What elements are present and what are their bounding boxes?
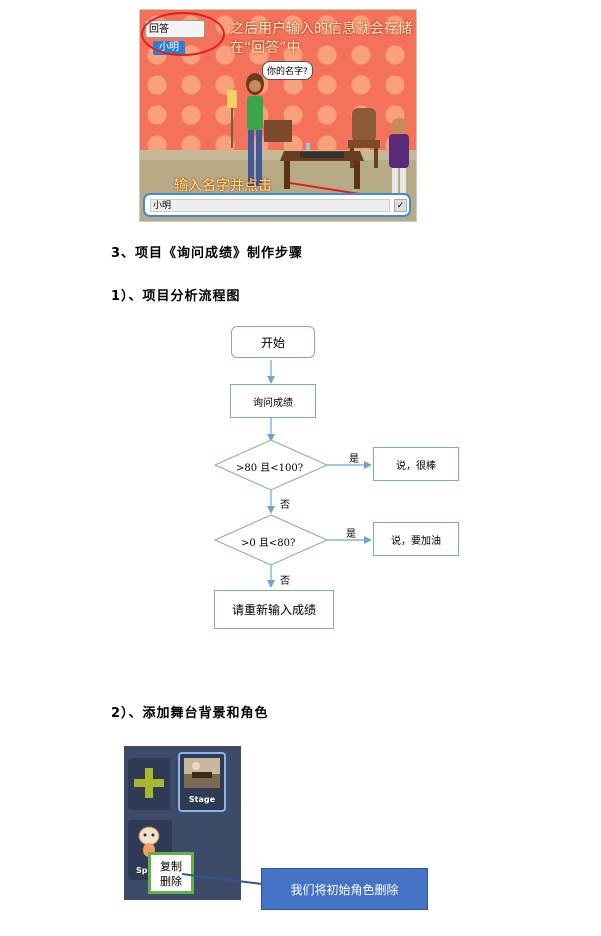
answer-input[interactable]: 小明	[150, 199, 390, 212]
ask-input-bar: 小明 ✓	[143, 193, 411, 217]
flow-ask: 询问成绩	[230, 384, 316, 418]
callout-box: 我们将初始角色删除	[261, 868, 428, 910]
decision-diamond-2	[213, 514, 329, 566]
flow-cond2-text: >0 且<80?	[241, 538, 296, 549]
flow-out1: 说，很棒	[373, 447, 459, 481]
flow-ask-text: 询问成绩	[253, 397, 293, 409]
flow-retry-text: 请重新输入成绩	[231, 603, 316, 617]
scratch-stage-screenshot: 回答小明 之后用户输入的信息就会存储在“回答”中 你的名字? 输入名字并点击 小…	[139, 9, 417, 222]
new-sprite-tile[interactable]	[128, 758, 170, 810]
context-menu: 复制 删除	[148, 852, 194, 894]
flow-out1-text: 说，很棒	[396, 460, 436, 472]
menu-item-copy[interactable]: 复制	[160, 860, 182, 873]
hint-arrow	[289, 182, 402, 205]
flowchart: 开始 询问成绩 >80 且<100? 是 说，很棒 否 >0 且<80? 是 说…	[200, 320, 480, 640]
flow-no2: 否	[280, 576, 290, 587]
flowchart-connectors	[213, 360, 372, 588]
flow-no1: 否	[280, 500, 290, 511]
highlight-oval	[141, 12, 225, 56]
annotation-note: 之后用户输入的信息就会存储在“回答”中	[230, 21, 412, 56]
menu-item-delete[interactable]: 删除	[160, 875, 182, 888]
flow-yes2: 是	[346, 529, 356, 540]
girl-sprite	[246, 73, 264, 186]
bookshelf	[264, 120, 292, 142]
lamp-illustration	[227, 90, 237, 148]
flow-out2-text: 说，要加油	[391, 535, 441, 547]
boy-sprite	[389, 118, 409, 202]
stage-thumbnail	[184, 758, 220, 788]
speech-bubble: 你的名字?	[262, 61, 313, 80]
section-heading-3: 3、项目《询问成绩》制作步骤	[111, 246, 304, 261]
submit-check-button[interactable]: ✓	[394, 199, 407, 212]
decision-diamond-1	[213, 439, 329, 491]
callout-text: 我们将初始角色删除	[290, 882, 399, 897]
flow-start-text: 开始	[260, 335, 285, 350]
input-hint: 输入名字并点击	[174, 178, 272, 194]
step-heading-1: 1）、项目分析流程图	[111, 289, 241, 304]
plus-icon	[134, 768, 164, 798]
flow-yes1: 是	[349, 454, 359, 465]
stage-tile[interactable]: Stage	[178, 752, 226, 812]
stage-thumbnail-image	[184, 758, 220, 788]
flow-cond1-text: >80 且<100?	[236, 463, 304, 474]
sprite-tile-label: Spr	[136, 866, 152, 875]
flow-start: 开始	[231, 326, 315, 358]
step-heading-2: 2）、添加舞台背景和角色	[111, 706, 269, 721]
callout-connector	[181, 873, 263, 885]
table-illustration	[280, 143, 364, 189]
stage-tile-label: Stage	[188, 795, 216, 804]
flow-retry: 请重新输入成绩	[214, 590, 334, 629]
flow-out2: 说，要加油	[373, 522, 459, 556]
